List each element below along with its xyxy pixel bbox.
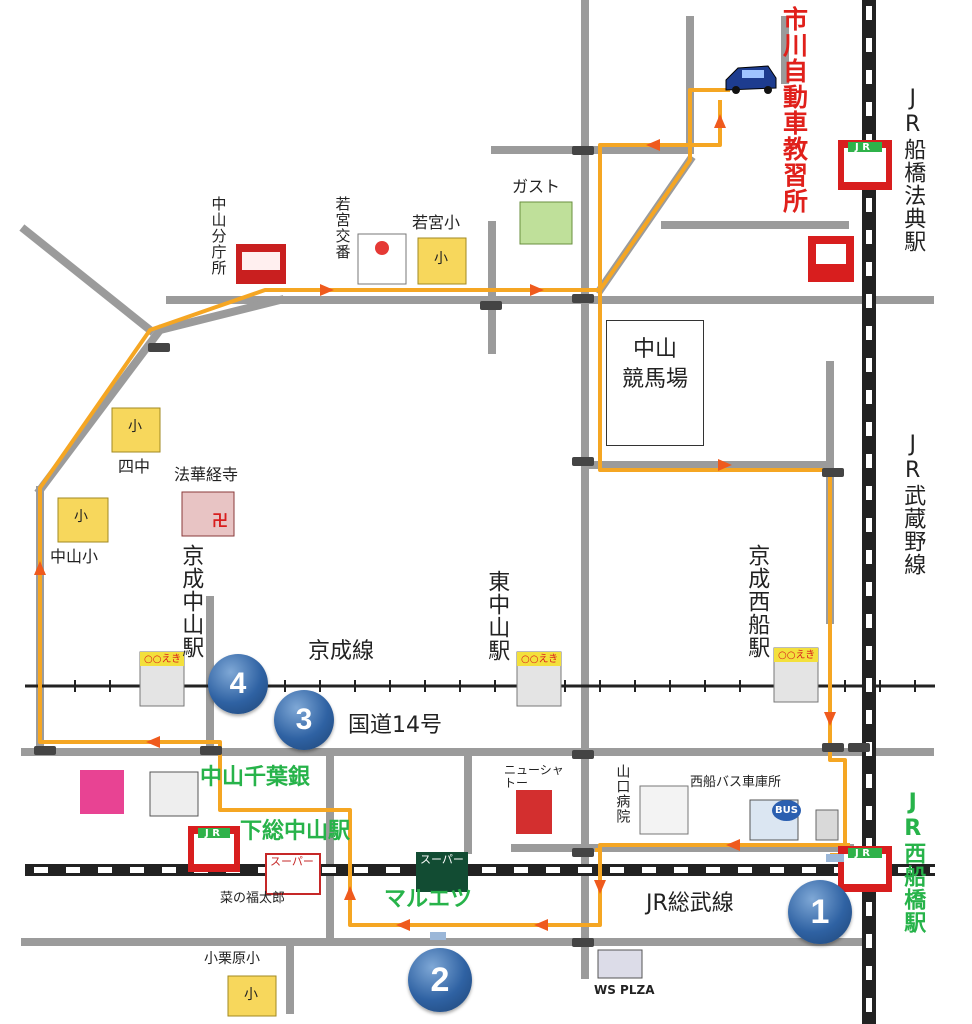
jr-sign-houten: J R (855, 142, 870, 153)
keisei-nishifunabashi-sign: ○○えき (778, 650, 816, 661)
jr-station-nishifunabashi-icon (838, 846, 892, 892)
super-sign: スーパー (270, 855, 314, 868)
nakayama-chiba-bank-label: 中山千葉銀 (200, 765, 311, 790)
nakayama-elementary-label: 中山小 (50, 547, 99, 566)
jr-sign-shimousa: J R (205, 828, 220, 839)
yonchu-sho-sign: 小 (128, 419, 142, 435)
hokekyoji-label: 法華経寺 (174, 465, 239, 484)
marker-2[interactable]: 2 (408, 948, 472, 1012)
new-shato-label: ニューシャトー (504, 763, 564, 791)
jr-musashino-line-label: JR武蔵野線 (900, 432, 926, 576)
nanofukutaro-label: 菜の福太郎 (220, 891, 286, 906)
bus-sign: BUS (772, 800, 801, 821)
route14-label: 国道14号 (348, 713, 442, 738)
wakamiya-koban-label: 若宮交番 (333, 196, 352, 260)
station-1-pointer (826, 854, 844, 862)
traffic-lights (34, 146, 870, 947)
temple-manji: 卍 (212, 511, 229, 530)
shimousa-nakayama-label: 下総中山駅 (240, 819, 351, 844)
yamaguchi-hospital-label: 山口病院 (614, 764, 631, 824)
nakayama-racecourse: 中山 競馬場 (606, 320, 704, 446)
jr-station-shimousa-nakayama-icon (188, 826, 240, 872)
ws-plaza-label: WS PLZA (594, 983, 655, 997)
jr-nishifunabashi-label: JR西船橋駅 (900, 790, 926, 934)
jr-musashino-rail (862, 0, 876, 1024)
jr-sign-nishifunabashi: J R (855, 848, 870, 859)
car-icon (725, 65, 777, 94)
nakayama-sho-sign: 小 (74, 509, 88, 525)
building-icons (57, 201, 854, 1017)
gusto-label: ガスト (512, 177, 561, 196)
marker-3[interactable]: 3 (274, 690, 334, 750)
wakamiya-sho-sign: 小 (434, 251, 448, 267)
keisei-nakayama-sign: ○○えき (144, 654, 182, 665)
racecourse-line2: 競馬場 (621, 367, 688, 392)
keisei-nishifunabashi-label: 京成西船駅 (744, 544, 770, 659)
marker-1[interactable]: 1 (788, 880, 852, 944)
maruetsu-sign: スーパー (420, 853, 464, 866)
maruetsu-label: マルエツ (384, 887, 473, 912)
wakamiya-elementary-label: 若宮小 (412, 213, 461, 232)
higashi-nakayama-sign: ○○えき (521, 654, 559, 665)
school-name-label: 市川自動車教習所 (779, 6, 809, 214)
nishifunabashi-bus-depot-label: 西船バス車庫所 (690, 775, 782, 790)
keisei-line-label: 京成線 (308, 639, 375, 664)
route-arrows (34, 114, 836, 931)
higashi-nakayama-label: 東中山駅 (484, 570, 510, 662)
yonchu-label: 四中 (118, 457, 151, 476)
ogurihara-sho-sign: 小 (244, 987, 258, 1003)
racecourse-line1: 中山 (632, 337, 677, 362)
keisei-nakayama-label: 京成中山駅 (178, 544, 204, 659)
station-2-pointer (430, 932, 446, 940)
jr-station-funabashi-houten-icon (838, 140, 892, 190)
nakayama-branch-office-label: 中山分庁所 (209, 196, 228, 276)
ogurihara-elementary-label: 小栗原小 (204, 951, 260, 967)
jr-sobu-rail (25, 860, 935, 880)
jr-sobu-line-label: JR総武線 (646, 891, 734, 916)
marker-4[interactable]: 4 (208, 654, 268, 714)
jr-funabashi-houten-label: JR船橋法典駅 (900, 86, 926, 253)
